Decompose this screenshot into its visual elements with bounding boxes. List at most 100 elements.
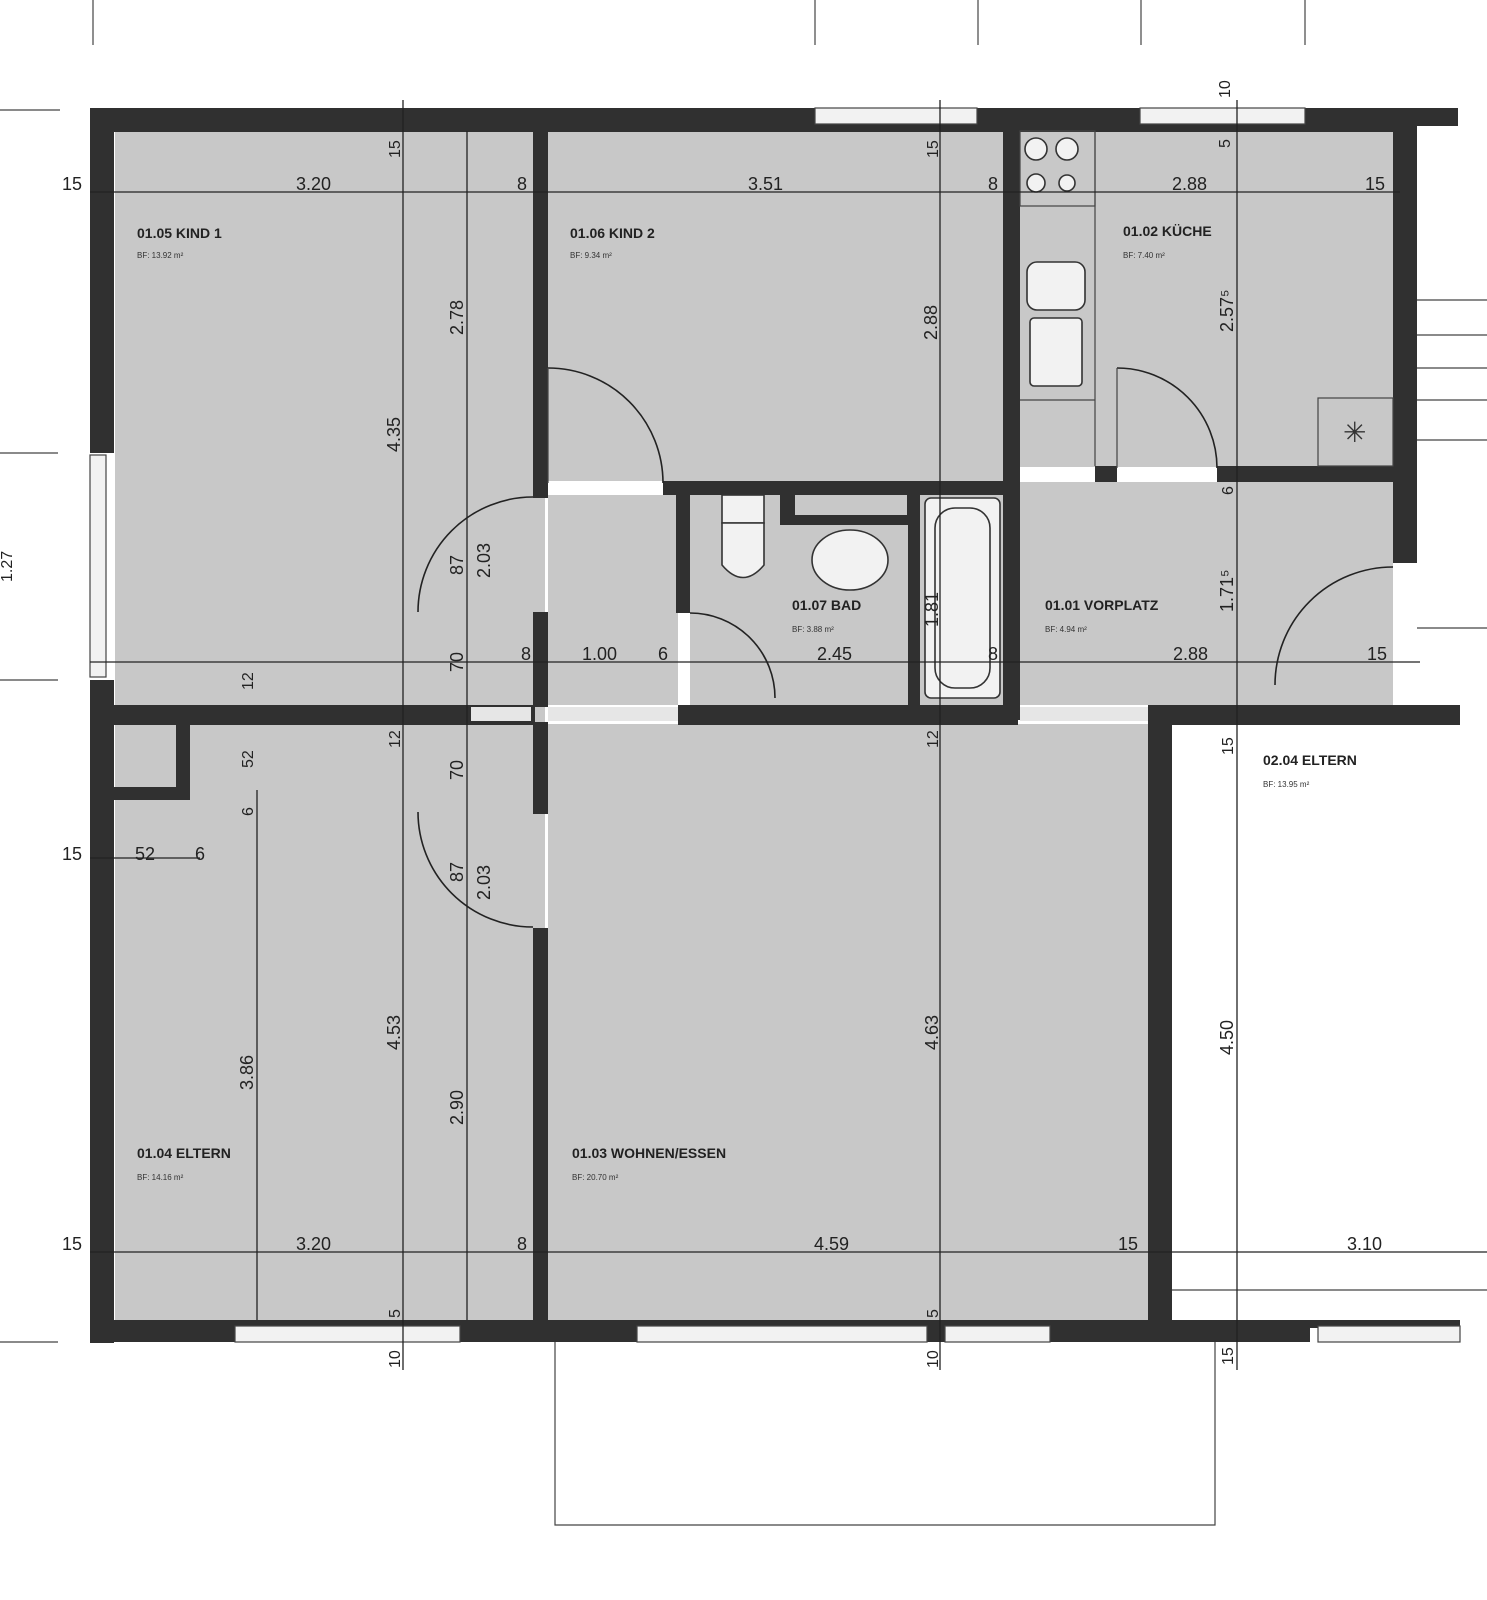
dim-bad-181: 1.81 [922, 592, 942, 627]
dim-sch-6-a: 6 [240, 807, 257, 816]
dim-wohnen-width: 4.59 [814, 1234, 849, 1254]
door-swings [417, 367, 1394, 928]
door-thresholds [471, 707, 1148, 721]
room-floors [115, 131, 1393, 1321]
room-kueche-name: 01.02 KÜCHE [1123, 223, 1212, 239]
room-eltern-floor [115, 724, 533, 1321]
dim-corr-278: 2.78 [447, 300, 467, 335]
room-kind2-floor [548, 131, 1003, 481]
dim-wall-12-c: 12 [925, 730, 942, 748]
room-eltern2-name: 02.04 ELTERN [1263, 752, 1357, 768]
stairs [1417, 299, 1487, 629]
window-eltern [234, 1325, 461, 1343]
dim-wall-15-kind1: 15 [387, 140, 404, 158]
balcony-outline [554, 1289, 1487, 1526]
dim-top-15-right: 15 [1365, 174, 1385, 194]
dim-top-15-left: 15 [62, 174, 82, 194]
dim-eltern-height2: 4.53 [384, 1015, 404, 1050]
dim-door-87-b: 87 [447, 862, 467, 882]
dim-corr-8-a: 8 [521, 644, 531, 664]
room-vorplatz-area: BF: 4.94 m² [1045, 625, 1087, 634]
top-reference-lines [0, 0, 1306, 1343]
dim-sch-6-b: 6 [195, 844, 205, 864]
room-bad-name: 01.07 BAD [792, 597, 861, 613]
room-vorplatz-floor [1020, 482, 1393, 705]
dim-bot-8: 8 [517, 1234, 527, 1254]
asterisk-icon: ✳ [1343, 416, 1366, 449]
passage-floor [548, 495, 678, 705]
dim-eltern-width: 3.20 [296, 1234, 331, 1254]
room-wohnen-floor [548, 724, 1148, 1321]
dim-kind2-height: 2.88 [921, 305, 941, 340]
dim-vorplatz-15: 15 [1367, 644, 1387, 664]
dim-wall-15-kind2: 15 [925, 140, 942, 158]
window-wohnen-right [944, 1325, 1051, 1343]
fixtures: ✳ [721, 130, 1487, 699]
room-vorplatz-name: 01.01 VORPLATZ [1045, 597, 1159, 613]
dim-top-8-a: 8 [517, 174, 527, 194]
dim-e2-height: 4.50 [1217, 1020, 1237, 1055]
dim-kueche-top-10: 10 [1217, 80, 1234, 98]
dim-bot-15-left: 15 [62, 1234, 82, 1254]
dim-bot-5-b: 5 [925, 1309, 942, 1318]
window-wohnen [636, 1325, 928, 1343]
vertical-dimension-texts: 15 15 10 5 4.35 2.78 2.88 2.57⁵ 87 2.03 … [0, 80, 1237, 1368]
dim-sch-52-b: 52 [135, 844, 155, 864]
dim-left-edge: 1.27 [0, 551, 16, 582]
dim-kind2-width: 3.51 [748, 174, 783, 194]
dim-bad-100: 1.00 [582, 644, 617, 664]
dim-bot-10-a: 10 [387, 1350, 404, 1368]
dim-bad-245: 2.45 [817, 644, 852, 664]
dim-wall-12-b: 12 [387, 730, 404, 748]
dim-corr-290: 2.90 [447, 1090, 467, 1125]
dim-bot-15-right: 15 [1220, 1347, 1237, 1365]
room-wohnen-name: 01.03 WOHNEN/ESSEN [572, 1145, 726, 1161]
dim-bad-8: 8 [988, 644, 998, 664]
dim-left-15-mid: 15 [62, 844, 82, 864]
dim-wall-12-a: 12 [240, 672, 257, 690]
dim-bad-6: 6 [658, 644, 668, 664]
room-kueche-area: BF: 7.40 m² [1123, 251, 1165, 260]
windows [89, 107, 1461, 1343]
dim-bot-10-b: 10 [925, 1350, 942, 1368]
dim-kueche-height: 2.57⁵ [1217, 290, 1237, 333]
window-kind1-left [89, 454, 107, 678]
dim-door-87-a: 87 [447, 555, 467, 575]
dimension-texts: 15 3.20 8 3.51 8 2.88 15 8 1.00 6 2.45 8… [62, 174, 1387, 1254]
room-kind1-floor [115, 131, 533, 705]
dim-vorplatz-6: 6 [1220, 486, 1237, 495]
dim-corr-70-a: 70 [447, 652, 467, 672]
room-bad-area: BF: 3.88 m² [792, 625, 834, 634]
dim-top-8-b: 8 [988, 174, 998, 194]
dim-vorplatz-288: 2.88 [1173, 644, 1208, 664]
dim-e2-15-top: 15 [1220, 737, 1237, 755]
dim-door-203-b: 2.03 [474, 865, 494, 900]
dimension-lines [90, 100, 1487, 1370]
dim-bot-5-a: 5 [387, 1309, 404, 1318]
dim-wohnen-height: 4.63 [922, 1015, 942, 1050]
dim-sch-52-a: 52 [240, 750, 257, 768]
window-kind2 [814, 107, 978, 125]
dim-kind1-width: 3.20 [296, 174, 331, 194]
dim-kind1-height: 4.35 [384, 417, 404, 452]
room-kind1-name: 01.05 KIND 1 [137, 225, 222, 241]
room-eltern-name: 01.04 ELTERN [137, 1145, 231, 1161]
room-wohnen-area: BF: 20.70 m² [572, 1173, 619, 1182]
dim-bot-15-mid: 15 [1118, 1234, 1138, 1254]
room-eltern2-area: BF: 13.95 m² [1263, 780, 1310, 789]
dim-eltern-height: 3.86 [237, 1055, 257, 1090]
room-eltern-area: BF: 14.16 m² [137, 1173, 184, 1182]
room-labels: 01.05 KIND 1 BF: 13.92 m² 01.06 KIND 2 B… [137, 223, 1357, 1182]
room-kind1-area: BF: 13.92 m² [137, 251, 184, 260]
room-kind2-name: 01.06 KIND 2 [570, 225, 655, 241]
dim-door-203-a: 2.03 [474, 543, 494, 578]
dim-corr-70-b: 70 [447, 760, 467, 780]
window-eltern2 [1317, 1325, 1461, 1343]
dim-vorplatz-171: 1.71⁵ [1217, 570, 1237, 613]
dim-e2-width: 3.10 [1347, 1234, 1382, 1254]
window-kueche [1139, 107, 1306, 125]
room-kind2-area: BF: 9.34 m² [570, 251, 612, 260]
dim-kueche-top-5: 5 [1217, 139, 1234, 148]
